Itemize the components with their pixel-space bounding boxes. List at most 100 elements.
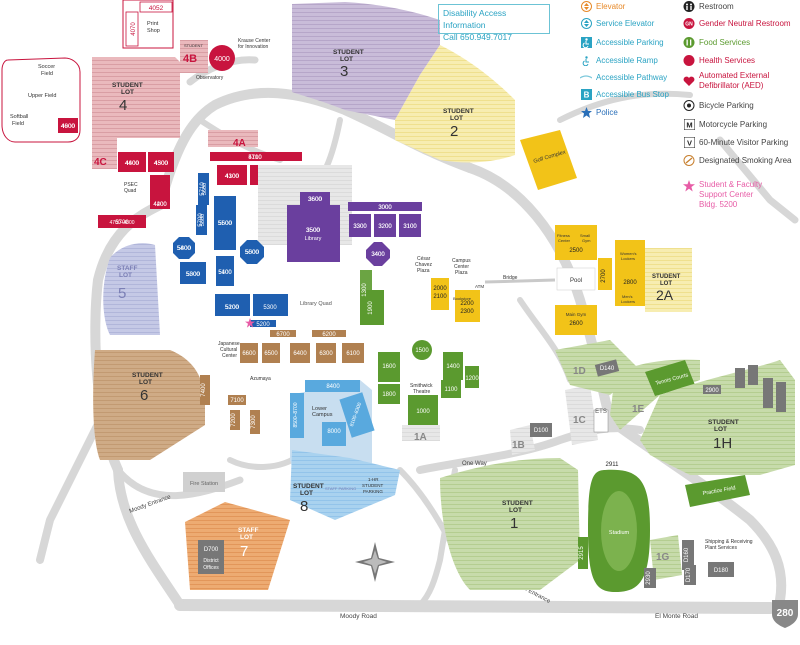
bldg-gray-b[interactable] [748, 365, 758, 385]
bldg-1600-shape[interactable] [378, 352, 400, 382]
student-lot-1b[interactable] [510, 425, 535, 455]
bldg-2600-shape[interactable] [555, 305, 597, 335]
student-lot-8[interactable] [290, 450, 400, 520]
bldg-7200-shape[interactable] [230, 410, 240, 430]
bldg-4900[interactable]: 4600 [61, 123, 76, 130]
student-lot-4[interactable] [92, 57, 180, 138]
bldg-3300-shape[interactable] [349, 214, 371, 237]
bldg-5100: 5200 [225, 304, 240, 311]
bldg-5710-shape[interactable] [198, 173, 209, 205]
bldg-3500-shape[interactable] [287, 205, 340, 262]
bldg-1800-shape[interactable] [378, 384, 400, 404]
bldg-3400-shape[interactable] [366, 242, 390, 266]
bldg-7300-shape[interactable] [250, 410, 260, 434]
bldg-7400-shape[interactable] [200, 375, 210, 405]
bldg-gray-c[interactable] [763, 378, 773, 408]
bldg-d160-shape[interactable] [682, 540, 694, 570]
bldg-6500-shape[interactable] [262, 343, 280, 363]
bldg-3000: 3000 [378, 205, 392, 211]
student-lot-1h[interactable] [640, 360, 795, 475]
bldg-8100-8300-shape[interactable] [339, 392, 375, 438]
staff-lot-5[interactable] [103, 243, 160, 335]
bldg-5700-shape[interactable] [196, 205, 207, 235]
bldg-2000-2100-shape[interactable] [431, 278, 449, 310]
bldg-5300-shape[interactable] [253, 294, 288, 316]
print-shop[interactable] [122, 0, 174, 49]
student-lot-1c[interactable] [565, 385, 598, 445]
student-lot-4a[interactable] [208, 130, 258, 147]
bldg-gray-d[interactable] [776, 382, 786, 412]
bldg-d180-shape[interactable] [708, 562, 734, 577]
district-offices-shape[interactable] [198, 540, 224, 574]
bldg-3100-shape[interactable] [399, 214, 421, 237]
bldg-6300-shape[interactable] [316, 343, 336, 363]
student-lot-1g[interactable] [650, 535, 682, 580]
bldg-2915-shape[interactable] [578, 537, 588, 569]
bldg-label-2800: 2800 [623, 280, 637, 286]
practice-field[interactable] [685, 475, 750, 507]
bldg-1400-shape[interactable] [443, 352, 463, 380]
bldg-5200-shape[interactable] [250, 320, 276, 327]
bldg-8500-8700-shape[interactable] [290, 393, 304, 438]
psec-label-1: PSEC [124, 182, 138, 188]
bldg-4600-shape[interactable] [118, 152, 146, 172]
legend-smoking-label: Designated Smoking Area [699, 155, 792, 165]
bldg-label-d180: D180 [714, 568, 729, 574]
fire-station[interactable] [183, 472, 225, 492]
bldg-4300-shape[interactable] [217, 165, 247, 185]
bldg-d170-shape[interactable] [684, 565, 696, 585]
bldg-5400-shape[interactable] [216, 256, 234, 286]
bldg-6600-shape[interactable] [240, 343, 258, 363]
bldg-2930-shape[interactable] [644, 568, 656, 588]
tennis-courts[interactable] [645, 360, 695, 396]
bldg-d120-shape[interactable] [593, 409, 609, 433]
student-lot-4c[interactable] [92, 133, 117, 169]
bldg-1200-shape[interactable] [465, 366, 479, 388]
bldg-4500-shape[interactable] [148, 152, 174, 172]
bldg-5000-shape[interactable] [180, 262, 206, 284]
bldg-3000-shape[interactable] [348, 202, 422, 211]
bldg-7100-shape[interactable] [228, 395, 246, 405]
bldg-2500-shape[interactable] [555, 225, 597, 260]
bldg-gray-a[interactable] [735, 368, 745, 388]
bldg-4700-4800-shape[interactable] [98, 215, 146, 228]
bldg-label-8500-8700: 8500–8700 [293, 402, 299, 427]
golf-complex[interactable] [520, 130, 577, 190]
bldg-6200-shape[interactable] [312, 330, 346, 337]
student-lot-3[interactable] [292, 2, 440, 120]
student-lot-6[interactable] [93, 350, 205, 460]
bldg-5600: 5500 [218, 220, 233, 227]
bldg-d100-shape[interactable] [530, 423, 552, 437]
bldg-1900-shape[interactable] [360, 290, 384, 325]
legend-bicycle: Bicycle Parking [683, 99, 754, 111]
bldg-8000-shape[interactable] [322, 422, 346, 446]
student-lot-2[interactable] [395, 45, 515, 163]
bldg-3600-shape[interactable] [300, 192, 330, 206]
bldg-2700-shape[interactable] [598, 258, 612, 290]
bldg-5100-shape[interactable] [215, 294, 250, 316]
bldg-4100-shape[interactable] [210, 152, 302, 161]
bldg-8400-shape[interactable] [305, 380, 360, 392]
bldg-6400-shape[interactable] [290, 343, 310, 363]
bldg-d140-shape[interactable] [594, 359, 620, 377]
bldg-4400-shape[interactable] [150, 175, 170, 209]
pool[interactable] [556, 267, 596, 291]
bldg-2900-shape[interactable] [703, 385, 721, 394]
student-lot-1[interactable] [440, 458, 580, 590]
bldg-2200-2300-shape[interactable] [455, 290, 480, 322]
bldg-5500-shape[interactable] [240, 240, 264, 264]
student-lot-4b[interactable] [180, 40, 208, 73]
bldg-1500-shape[interactable] [412, 340, 432, 360]
bldg-3200-shape[interactable] [374, 214, 396, 237]
bldg-1000-shape[interactable] [408, 395, 438, 427]
bldg-5600-shape[interactable] [214, 196, 236, 250]
bldg-6700-shape[interactable] [270, 330, 296, 337]
bldg-4000-shape[interactable] [209, 45, 235, 71]
support-center-marker-icon[interactable] [245, 315, 255, 328]
student-lot-1a[interactable] [402, 425, 440, 441]
student-lot-2a[interactable] [645, 248, 692, 312]
bldg-2800-shape[interactable] [615, 240, 645, 306]
bldg-5800-shape[interactable] [173, 237, 195, 259]
bldg-1100-shape[interactable] [441, 380, 461, 398]
bldg-6100-shape[interactable] [342, 343, 364, 363]
